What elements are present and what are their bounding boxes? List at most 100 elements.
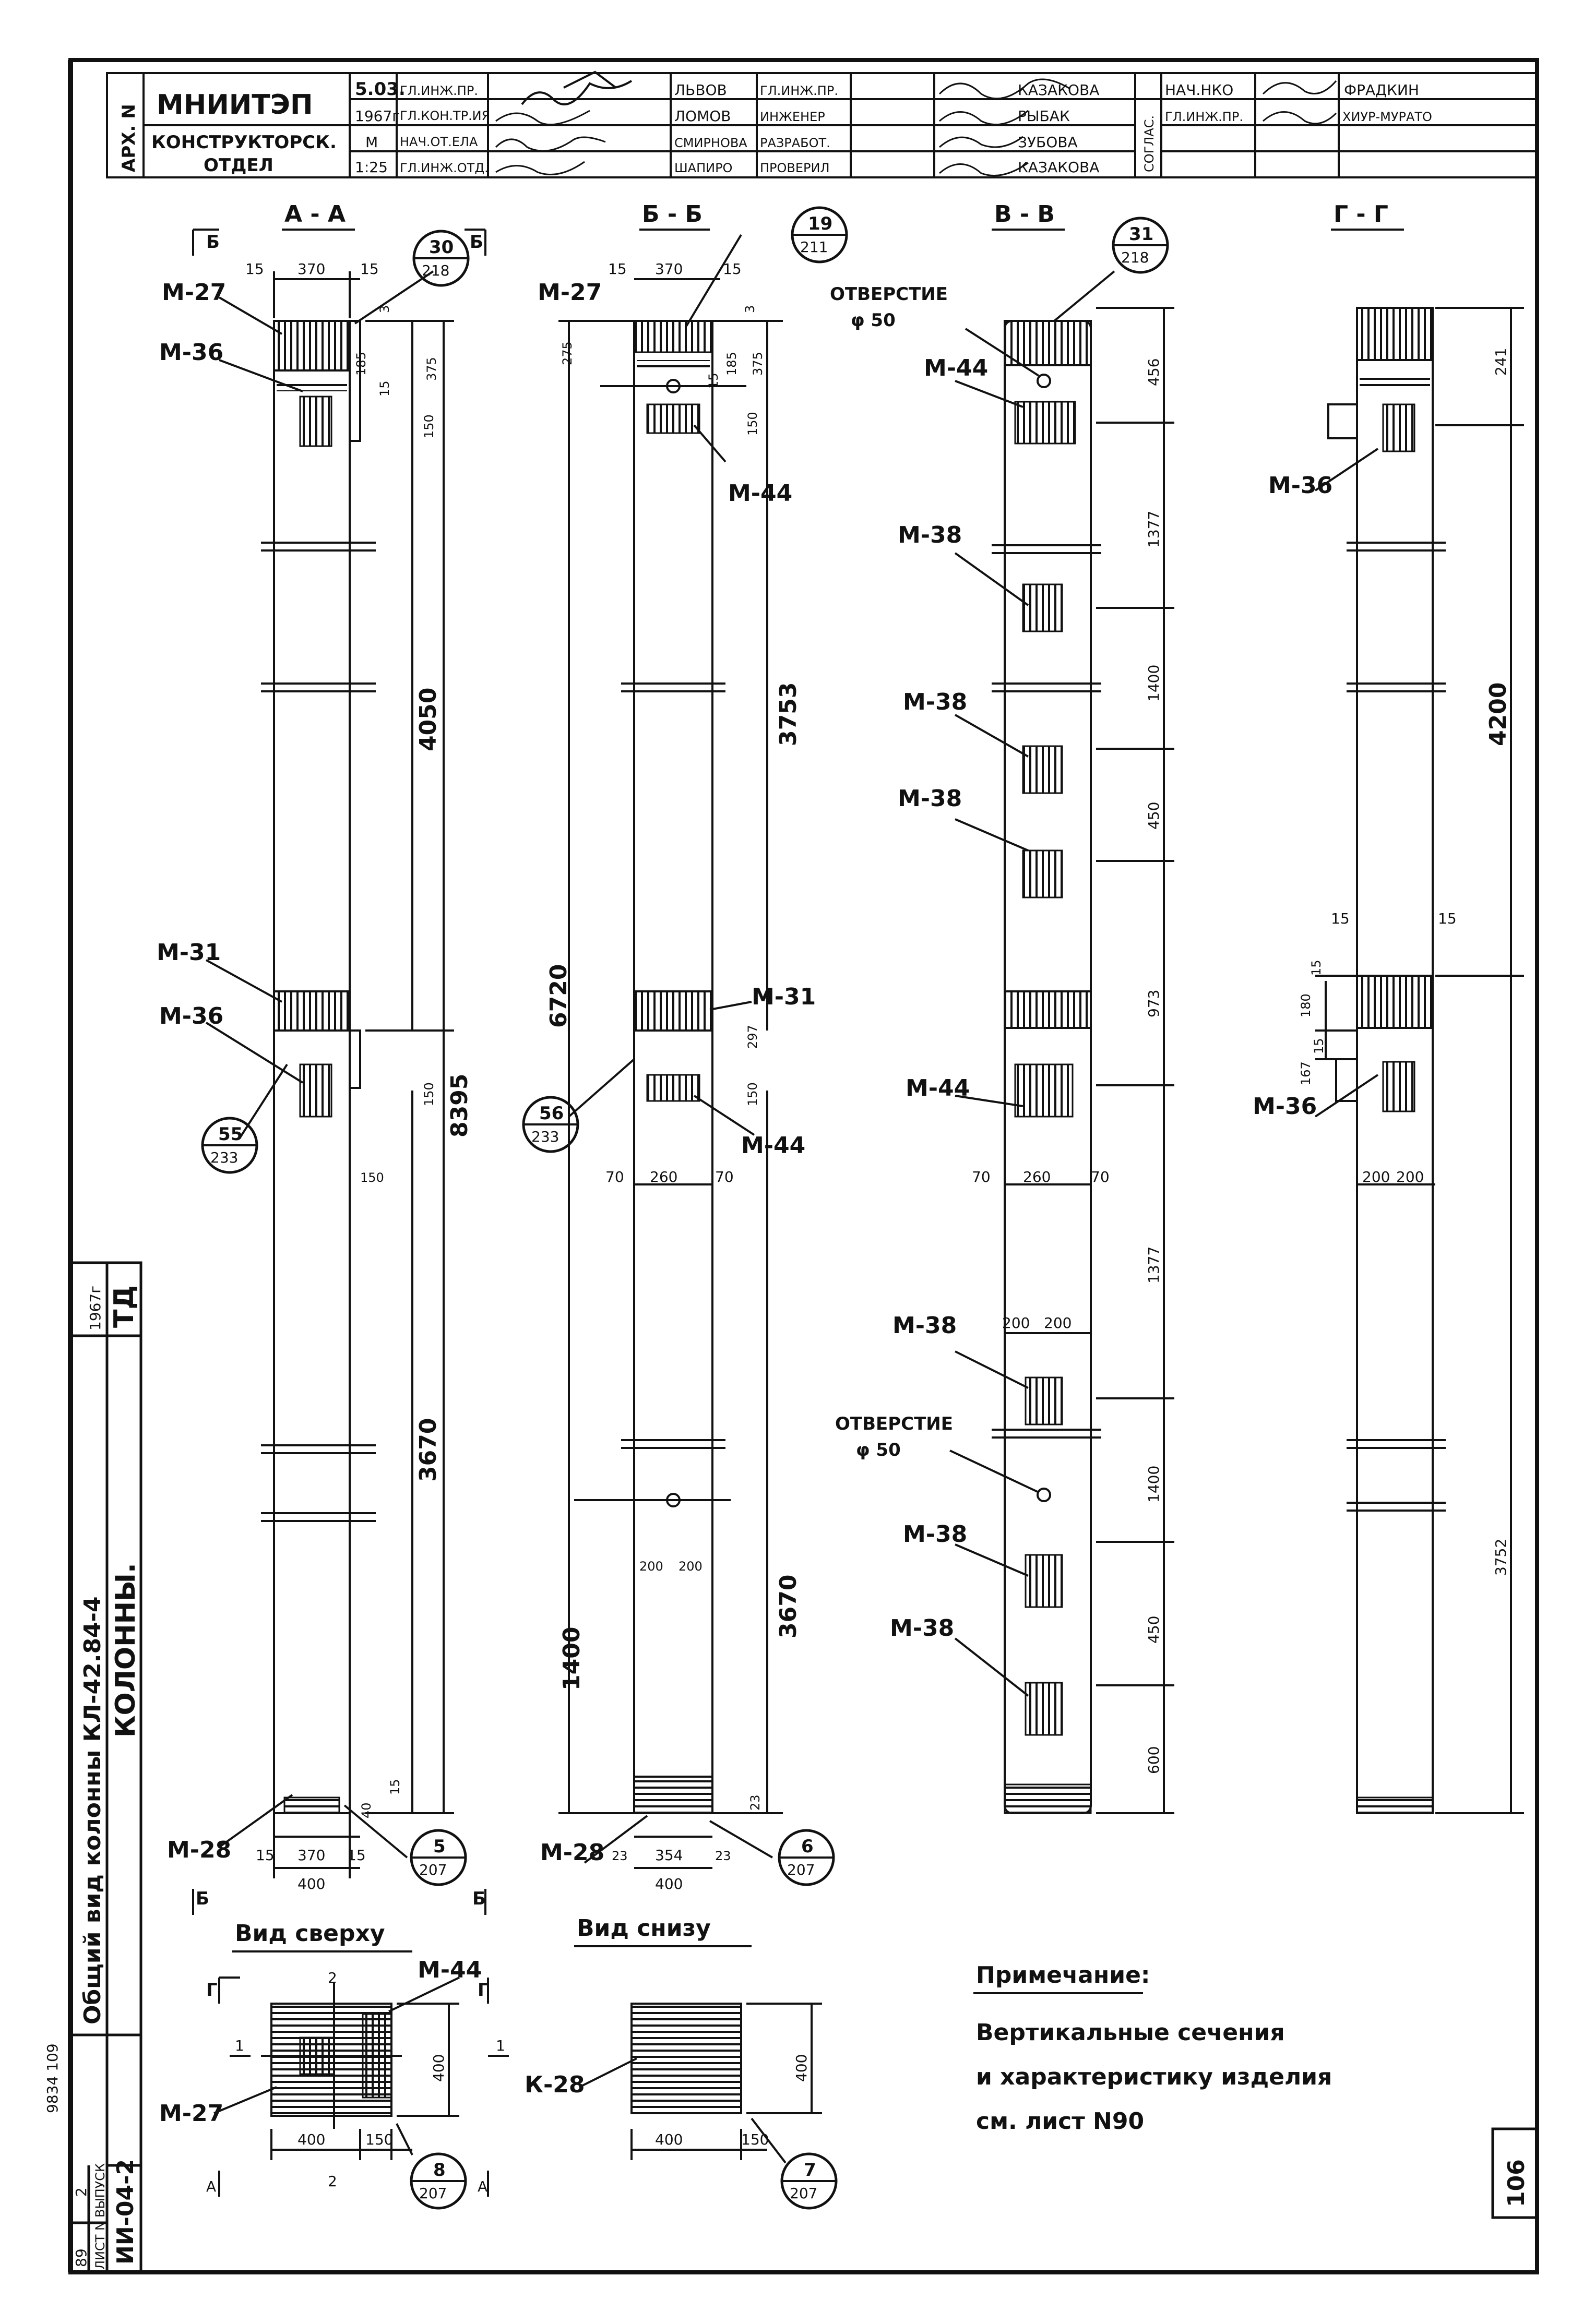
dim-b-3670: 3670 bbox=[775, 1575, 802, 1638]
callout-7-207-bottom: 207 bbox=[790, 2185, 817, 2202]
td-year: 1967г bbox=[87, 1286, 104, 1331]
dim-b-6720: 6720 bbox=[545, 964, 572, 1028]
name-col2-0: КАЗАКОВА bbox=[1018, 81, 1099, 99]
mark-v-m44: М-44 bbox=[924, 355, 988, 381]
dim-v-1377-top: 1377 bbox=[1145, 511, 1162, 548]
callout-7-207: 7 207 bbox=[780, 2152, 838, 2210]
mark-v-m38-5: М-38 bbox=[903, 1521, 967, 1548]
mark-v-m38-1: М-38 bbox=[898, 522, 962, 548]
dim-b-200-right: 200 bbox=[679, 1559, 703, 1574]
dim-g-200-left: 200 bbox=[1362, 1168, 1390, 1185]
dim-b-15-right: 15 bbox=[723, 260, 742, 278]
mark-m27: М-27 bbox=[162, 279, 226, 306]
cut-2-bottom: 2 bbox=[328, 2173, 337, 2190]
cut-b-bottom-left: Б bbox=[196, 1888, 209, 1909]
dim-a-370-top: 370 bbox=[297, 260, 325, 278]
page-number-box: 106 bbox=[1491, 2127, 1539, 2219]
name-col2-1: РЫБАК bbox=[1018, 107, 1070, 125]
scale: 1:25 bbox=[355, 159, 388, 176]
dim-b-260: 260 bbox=[650, 1168, 677, 1185]
role-head-dept: НАЧ.ОТ.ЕЛА bbox=[400, 135, 478, 149]
cut-g-left: Г bbox=[206, 1980, 218, 2000]
dim-b-297: 297 bbox=[745, 1025, 760, 1049]
dim-g-180: 180 bbox=[1299, 993, 1313, 1017]
mark-g-m36-lower: М-36 bbox=[1253, 1093, 1317, 1120]
dim-a-15-v: 15 bbox=[377, 380, 392, 397]
mark-m36: М-36 bbox=[159, 339, 223, 366]
mark-v-hole-d-top: φ 50 bbox=[851, 310, 896, 331]
dim-b-400: 400 bbox=[655, 1875, 683, 1892]
section-b-b: Б - Б bbox=[538, 201, 816, 1892]
dim-a-4050: 4050 bbox=[415, 688, 442, 751]
callout-5-207-top: 5 bbox=[433, 1836, 446, 1857]
section-v-v: В - В bbox=[830, 201, 1174, 1814]
role-chief-constr: ГЛ.КОН.ТР.ИЯ bbox=[400, 109, 490, 123]
callout-31-218-bottom: 218 bbox=[1121, 249, 1149, 266]
cut-b-left: Б bbox=[206, 232, 220, 253]
sheet-no: 89 bbox=[73, 2248, 90, 2267]
cut-1-left: 1 bbox=[235, 2037, 244, 2054]
name-col1-0: ЛЬВОВ bbox=[674, 81, 727, 99]
callout-19-211-top: 19 bbox=[808, 213, 832, 234]
dim-a-8395: 8395 bbox=[446, 1074, 473, 1137]
callout-6-207-top: 6 bbox=[801, 1836, 814, 1857]
sheet-label: ЛИСТ N bbox=[93, 2221, 108, 2270]
role-gip: ГЛ.ИНЖ.ПР. bbox=[400, 83, 478, 98]
name-col1-2: СМИРНОВА bbox=[674, 136, 747, 150]
side-block bbox=[69, 1261, 142, 2274]
sheet-code: 5.03. bbox=[355, 79, 406, 100]
page-number: 106 bbox=[1503, 2159, 1530, 2207]
dim-v-200-right: 200 bbox=[1044, 1314, 1072, 1332]
mark-v-hole-top: ОТВЕРСТИЕ bbox=[830, 284, 948, 305]
callout-5-207-bottom: 207 bbox=[419, 1861, 447, 1878]
dim-b-70-left: 70 bbox=[605, 1168, 624, 1185]
callout-30-218-top: 30 bbox=[429, 237, 454, 258]
mark-m31: М-31 bbox=[157, 939, 221, 966]
dim-a-370-bottom: 370 bbox=[297, 1847, 325, 1864]
callout-55-233-top: 55 bbox=[218, 1124, 243, 1145]
cut-a-right: А bbox=[478, 2178, 487, 2195]
cut-a-left: А bbox=[206, 2178, 216, 2195]
year: 1967г bbox=[355, 107, 400, 125]
scale-label: М bbox=[365, 134, 378, 151]
dim-g-15-v: 15 bbox=[1309, 960, 1324, 976]
dim-g-15-left: 15 bbox=[1331, 910, 1350, 927]
cut-b-bottom-right: Б bbox=[472, 1888, 486, 1909]
cut-2-top: 2 bbox=[328, 1969, 337, 1986]
callout-5-207: 5 207 bbox=[410, 1829, 467, 1886]
callout-30-218: 30 218 bbox=[412, 230, 470, 287]
dim-b-23-left: 23 bbox=[612, 1849, 628, 1863]
dim-g-200-right: 200 bbox=[1396, 1168, 1424, 1185]
role-col2-0: ГЛ.ИНЖ.ПР. bbox=[760, 83, 838, 98]
view-top-title: Вид сверху bbox=[235, 1920, 385, 1947]
td-label: ТД bbox=[109, 1285, 140, 1328]
mark-v-m38-6: М-38 bbox=[890, 1615, 954, 1642]
dim-a-400: 400 bbox=[297, 1875, 325, 1892]
callouts: 30 218 19 211 31 218 55 233 56 233 bbox=[201, 206, 1169, 2210]
mark-m36-lower: М-36 bbox=[159, 1003, 223, 1029]
archive-no: 9834 109 bbox=[44, 2043, 61, 2113]
callout-55-233: 55 233 bbox=[201, 1117, 258, 1174]
dim-v-973: 973 bbox=[1145, 990, 1162, 1017]
mark-v-m38-3: М-38 bbox=[898, 785, 962, 812]
dim-b-200-left: 200 bbox=[639, 1559, 663, 1574]
name-col1-3: ШАПИРО bbox=[674, 161, 732, 175]
dim-v-450-bottom: 450 bbox=[1145, 1616, 1162, 1644]
dim-v-200-left: 200 bbox=[1002, 1314, 1030, 1332]
dim-a-15-b-left: 15 bbox=[256, 1847, 275, 1864]
dim-b-275: 275 bbox=[560, 341, 575, 365]
dim-v-1400-top: 1400 bbox=[1145, 665, 1162, 702]
mark-v-m44-lower: М-44 bbox=[906, 1075, 970, 1101]
dept-line1: КОНСТРУКТОРСК. bbox=[151, 132, 337, 153]
callout-6-207-bottom: 207 bbox=[787, 1861, 815, 1878]
view-top-m27: М-27 bbox=[159, 2100, 223, 2127]
section-b-title: Б - Б bbox=[642, 201, 703, 227]
note-title: Примечание: bbox=[976, 1962, 1150, 1988]
cut-g-right: Г bbox=[478, 1980, 489, 2000]
dim-a-40: 40 bbox=[359, 1802, 374, 1818]
dim-b-370: 370 bbox=[655, 260, 683, 278]
callout-7-207-top: 7 bbox=[804, 2160, 816, 2181]
dim-v-70-left: 70 bbox=[972, 1168, 991, 1185]
mark-b-m44-lower: М-44 bbox=[741, 1132, 805, 1159]
